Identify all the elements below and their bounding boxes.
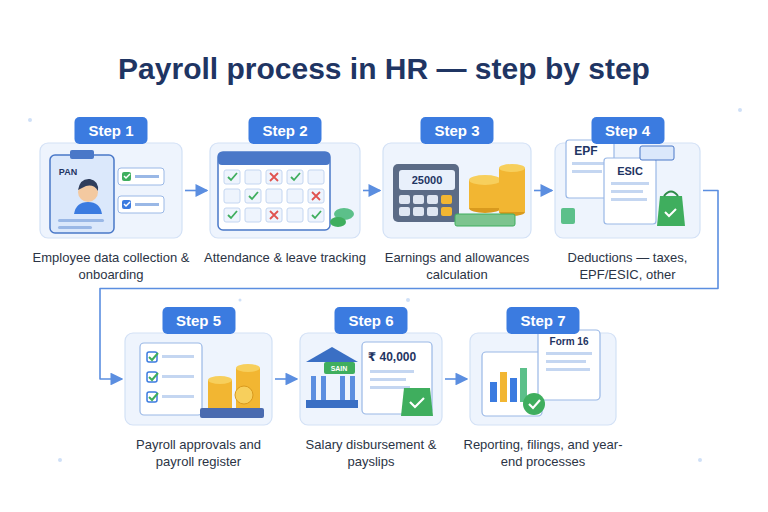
step-caption: Reporting, filings, and year-end process… bbox=[460, 437, 626, 470]
step-badge: Step 7 bbox=[506, 307, 579, 334]
sparkles bbox=[28, 108, 742, 462]
step-caption: Earnings and allowances calculation bbox=[374, 250, 540, 283]
illustration-label: 25000 bbox=[412, 174, 443, 186]
step-caption: Employee data collection & onboarding bbox=[28, 250, 194, 283]
report-documents bbox=[482, 330, 600, 416]
clipboard-icon bbox=[50, 150, 164, 233]
step-card: Step 7Reporting, filings, and year-end p… bbox=[470, 333, 616, 425]
step-badge: Step 4 bbox=[591, 117, 664, 144]
flow-arrow bbox=[363, 190, 380, 192]
step-badge: Step 2 bbox=[248, 117, 321, 144]
step-caption: Payroll approvals and payroll register bbox=[116, 437, 282, 470]
step-card: Step 5Payroll approvals and payroll regi… bbox=[125, 333, 272, 425]
step-card: Step 3Earnings and allowances calculatio… bbox=[383, 143, 531, 238]
deduction-documents bbox=[561, 140, 685, 226]
flow-arrow bbox=[275, 378, 297, 380]
approval-checklist bbox=[140, 343, 264, 418]
illustration-label: EPF bbox=[574, 144, 597, 158]
step-caption: Deductions — taxes, EPF/ESIC, other bbox=[545, 250, 711, 283]
illustration-label: PAN bbox=[59, 167, 77, 177]
step-card: Step 6Salary disbursement & payslips bbox=[300, 333, 442, 425]
step-badge: Step 1 bbox=[74, 117, 147, 144]
illustration-label: SAIN bbox=[331, 365, 348, 372]
step-card: Step 1Employee data collection & onboard… bbox=[40, 143, 182, 238]
bank-payslip bbox=[306, 342, 433, 416]
flow-arrow bbox=[445, 378, 467, 380]
step-badge: Step 5 bbox=[162, 307, 235, 334]
flow-arrow bbox=[100, 191, 718, 380]
step-caption: Attendance & leave tracking bbox=[202, 250, 368, 267]
diagram-title: Payroll process in HR — step by step bbox=[0, 52, 768, 86]
calculator-icon bbox=[393, 164, 525, 226]
illustration-label: Form 16 bbox=[550, 336, 589, 347]
calendar-icon bbox=[218, 152, 354, 230]
step-card: Step 2Attendance & leave tracking bbox=[210, 143, 360, 238]
step-caption: Salary disbursement & payslips bbox=[288, 437, 454, 470]
flow-arrow bbox=[534, 190, 552, 192]
step-badge: Step 3 bbox=[420, 117, 493, 144]
flow-arrow bbox=[185, 190, 207, 192]
illustration-label: ₹ 40,000 bbox=[368, 350, 416, 364]
illustration-label: ESIC bbox=[617, 165, 643, 177]
step-badge: Step 6 bbox=[334, 307, 407, 334]
